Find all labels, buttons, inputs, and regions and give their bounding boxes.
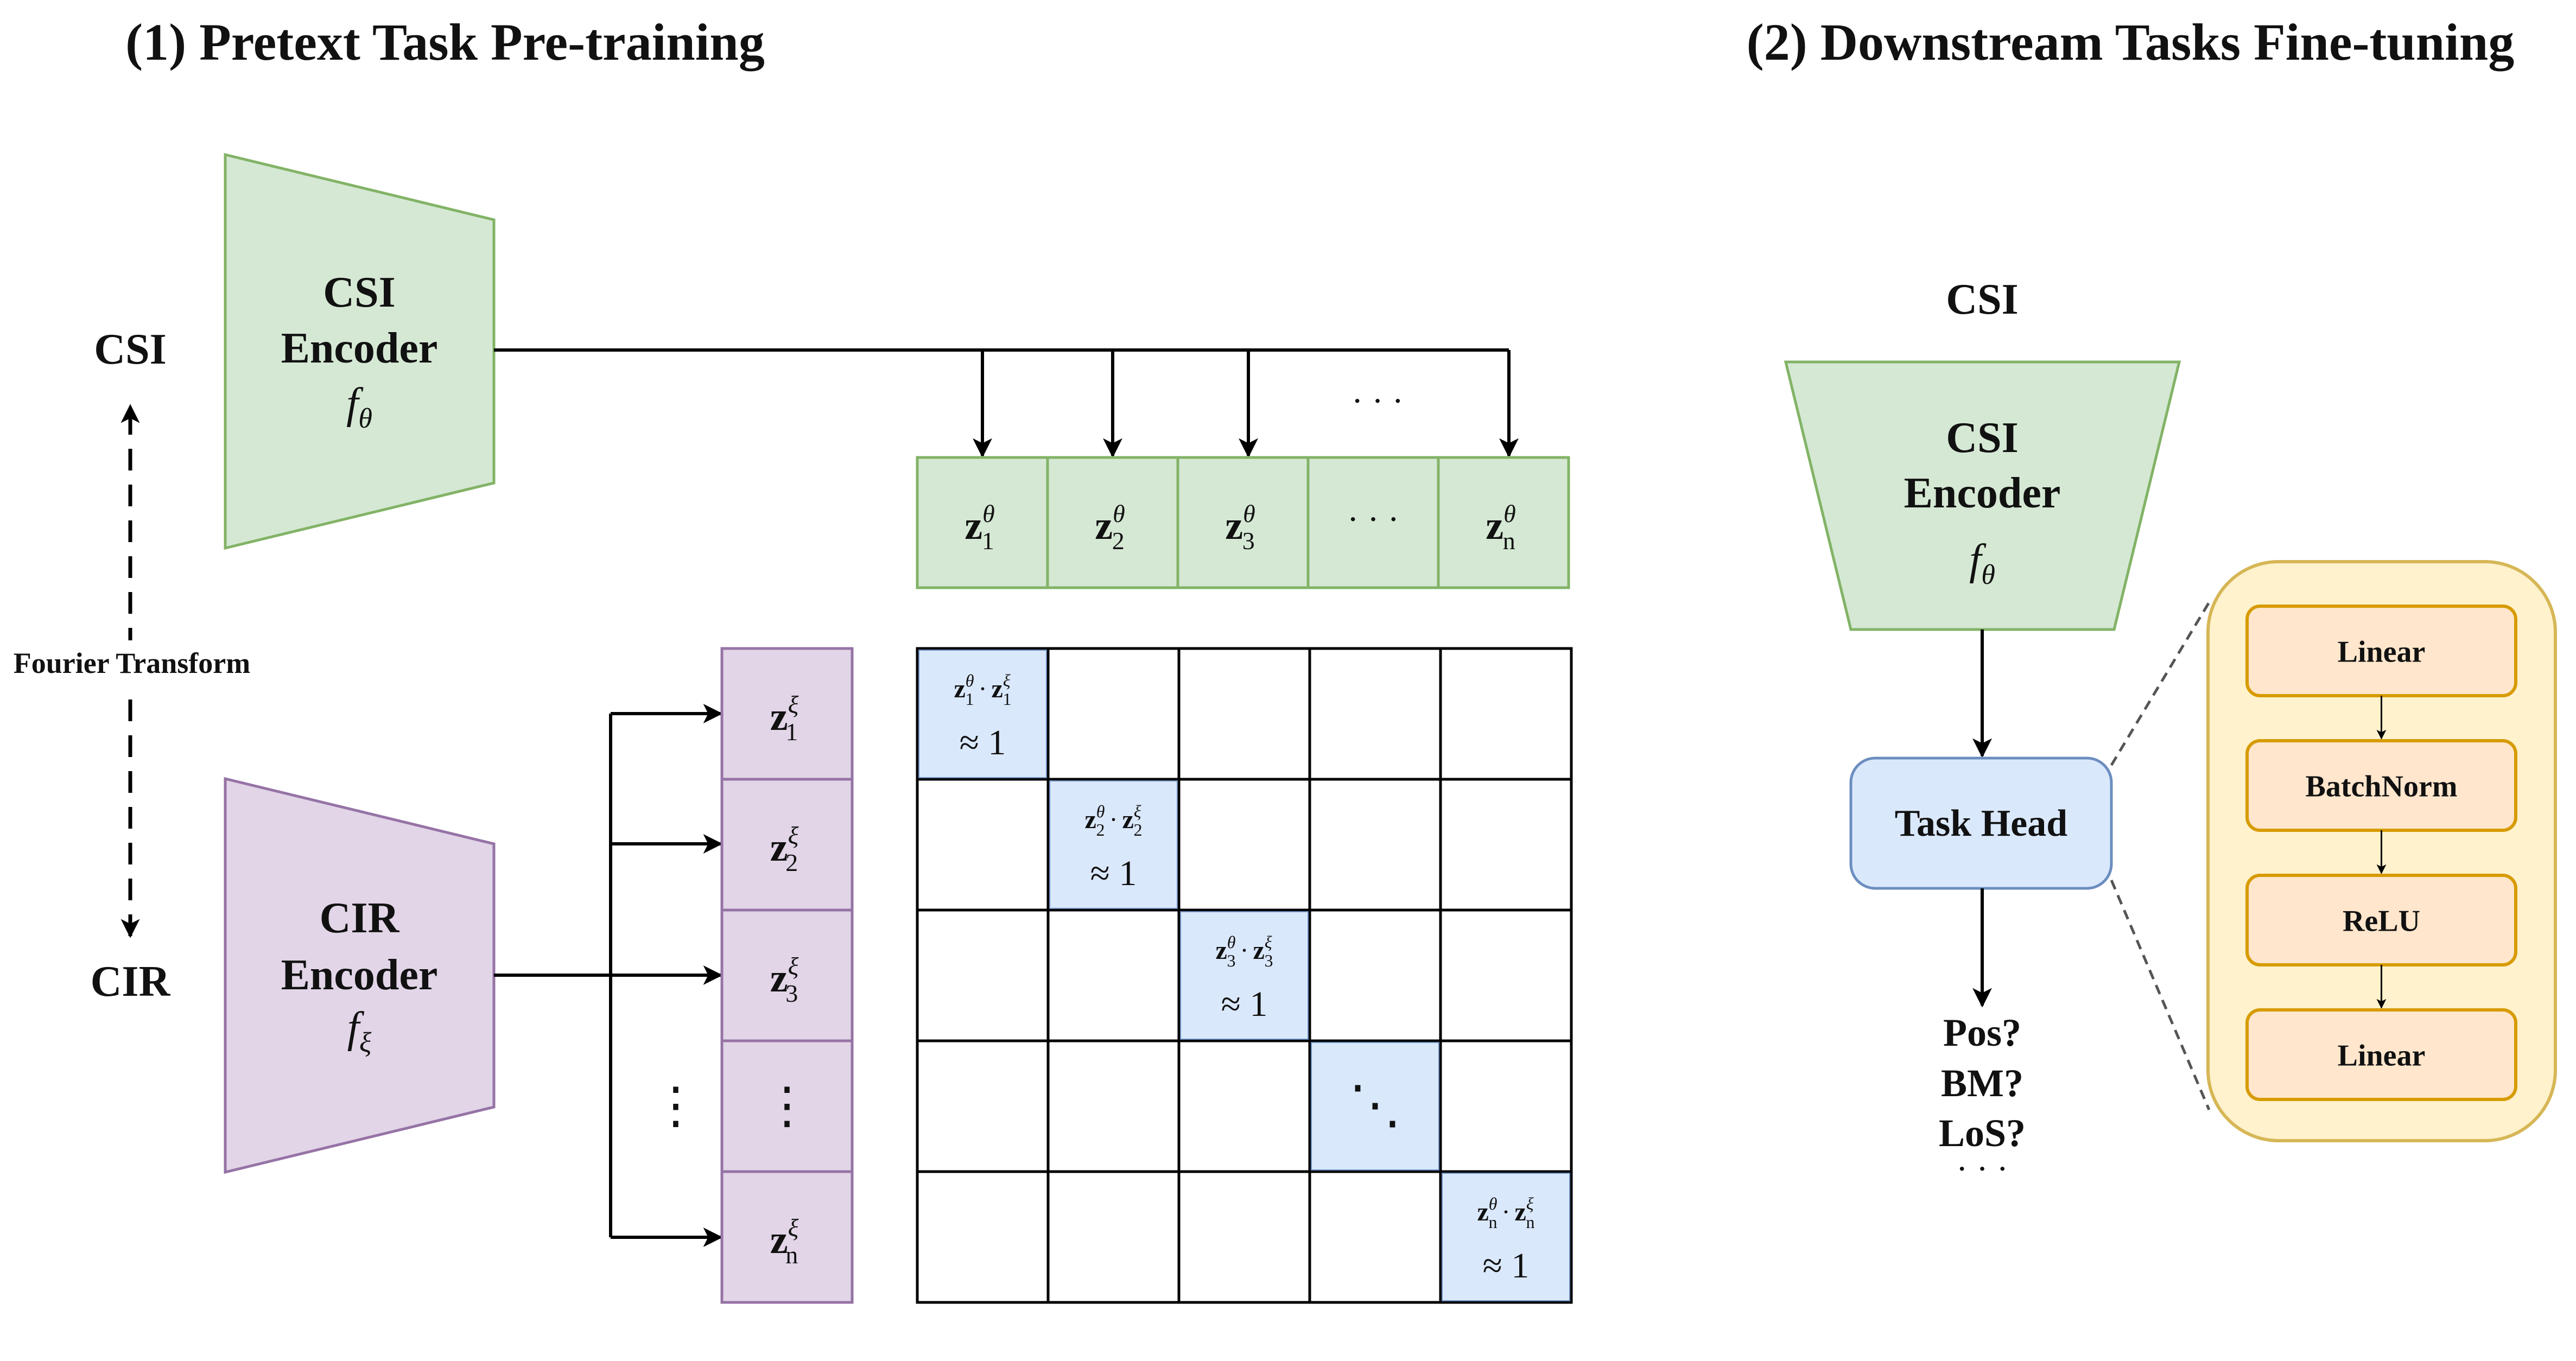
matrix-cell [916, 908, 1050, 1042]
layer-label: BatchNorm [2306, 770, 2458, 804]
csi-input-label-right: CSI [1946, 276, 2018, 323]
matrix-cell [1046, 1039, 1181, 1173]
output-bm: BM? [1941, 1061, 2023, 1105]
layer-label: ReLU [2343, 905, 2420, 938]
matrix-cell [1439, 1039, 1573, 1173]
matrix-cell [1308, 778, 1442, 912]
matrix-cell [1177, 647, 1311, 781]
z-theta-cell [916, 456, 1049, 589]
output-los: LoS? [1939, 1111, 2026, 1155]
matrix-cell [1177, 1039, 1311, 1173]
z-theta-cell [1046, 456, 1179, 589]
output-dots: · · · [1956, 1149, 2008, 1188]
zoom-line-bottom [2110, 880, 2211, 1110]
z-theta-cell [1176, 456, 1310, 589]
matrix-diagonal-dots: ⋱ [1349, 1076, 1401, 1134]
z-xi-cell [720, 1039, 854, 1173]
matrix-cell [1308, 1170, 1442, 1304]
task-head-label: Task Head [1895, 803, 2067, 844]
matrix-diagonal-highlight [918, 650, 1047, 778]
matrix-approx-one: ≈ 1 [1483, 1246, 1530, 1286]
matrix-diagonal-highlight [1180, 911, 1309, 1040]
layer-label: Linear [2338, 1039, 2426, 1073]
csi-encoder-right-line2: Encoder [1904, 469, 2061, 517]
csi-output-connector [494, 348, 1519, 458]
csi-encoder-left-line2: Encoder [281, 325, 438, 372]
z-xi-cell [720, 647, 854, 781]
cir-encoder-line2: Encoder [281, 951, 438, 999]
z-theta-cell [1306, 456, 1440, 589]
matrix-cell [1308, 647, 1442, 781]
layer-label: Linear [2338, 635, 2426, 669]
fourier-transform-label: Fourier Transform [14, 647, 250, 679]
matrix-cell [916, 778, 1050, 912]
layer-linear-box [2245, 1008, 2517, 1101]
matrix-diagonal-cell [1439, 1170, 1573, 1304]
matrix-cell [1046, 908, 1181, 1042]
csi-encoder-left-line1: CSI [323, 269, 395, 316]
matrix-cell [1439, 778, 1573, 912]
cir-encoder-line1: CIR [320, 894, 400, 942]
z-theta-dots: · · · [1347, 500, 1399, 538]
matrix-diagonal-highlight [1049, 780, 1178, 909]
csi-encoder-left [224, 152, 496, 550]
z-xi-cell [720, 908, 854, 1042]
matrix-cell [916, 1039, 1050, 1173]
csi-input-label: CSI [94, 326, 166, 373]
matrix-cell [1046, 1170, 1181, 1304]
matrix-cell [1046, 647, 1181, 781]
zoom-line-top [2110, 601, 2211, 766]
csi-encoder-right [1784, 360, 2181, 631]
matrix-approx-one: ≈ 1 [960, 723, 1006, 762]
cir-input-label: CIR [91, 958, 171, 1006]
matrix-diagonal-highlight [1442, 1173, 1570, 1301]
z-xi-dots: ⋮ [762, 1078, 812, 1133]
matrix-cell [1439, 908, 1573, 1042]
matrix-cell [916, 1170, 1050, 1304]
z-xi-cell [720, 778, 854, 912]
matrix-cell [1439, 647, 1573, 781]
right-title: (2) Downstream Tasks Fine-tuning [1747, 13, 2514, 71]
matrix-cell [1308, 908, 1442, 1042]
left-title: (1) Pretext Task Pre-training [125, 13, 765, 71]
z-xi-cell [720, 1170, 854, 1304]
csi-encoder-right-line1: CSI [1946, 414, 2018, 462]
matrix-cell [1177, 1170, 1311, 1304]
matrix-diagonal-highlight [1311, 1042, 1439, 1171]
matrix-diagonal-cell [1308, 1039, 1442, 1173]
output-pos: Pos? [1943, 1011, 2021, 1054]
matrix-diagonal-cell [1177, 908, 1311, 1042]
matrix-cell [1177, 778, 1311, 912]
matrix-approx-one: ≈ 1 [1221, 984, 1268, 1024]
z-theta-cell [1437, 456, 1570, 589]
fourier-label-bg [4, 640, 259, 689]
cir-output-connector [494, 704, 723, 1247]
cir-encoder-left [224, 777, 496, 1174]
side-column-dots: ⋮ [651, 1078, 701, 1133]
top-row-dots: · · · [1352, 381, 1404, 420]
matrix-approx-one: ≈ 1 [1090, 854, 1137, 893]
